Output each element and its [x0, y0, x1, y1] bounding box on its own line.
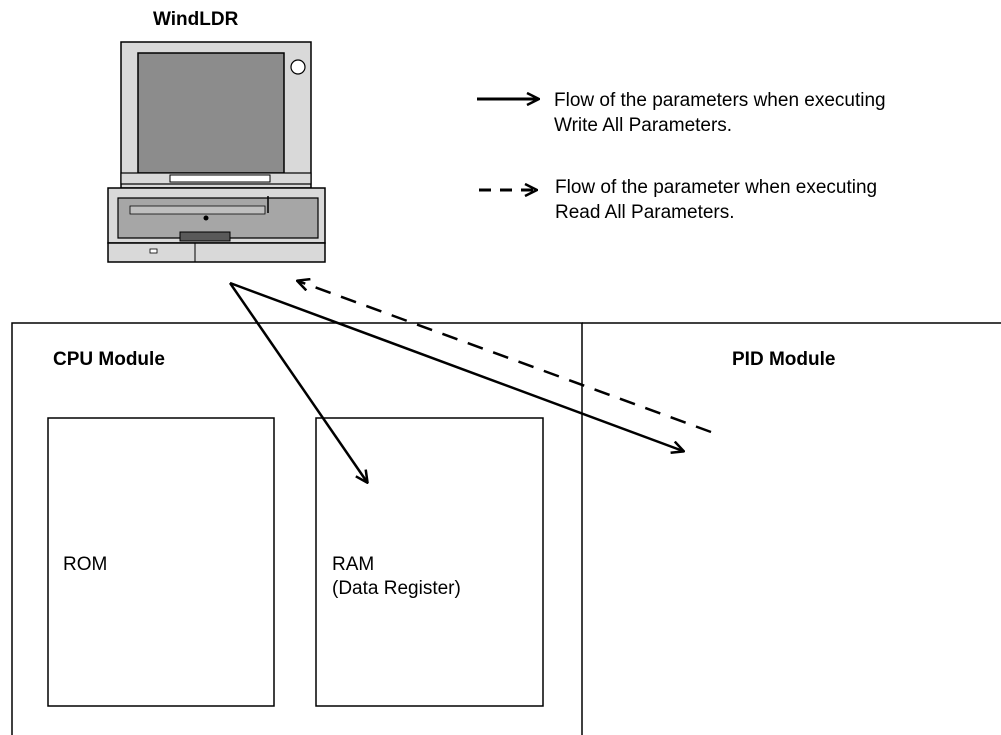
- ram-box: [315, 417, 544, 707]
- ram-label: RAM (Data Register): [332, 553, 461, 601]
- windldr-label: WindLDR: [153, 9, 239, 30]
- cpu-module-box: [11, 322, 583, 735]
- write-arrow-to-ram: [228, 282, 367, 482]
- legend-write-line2: Write All Parameters.: [554, 115, 733, 136]
- rom-label: ROM: [63, 554, 108, 575]
- legend-read-line2: Read All Parameters.: [555, 202, 735, 223]
- read-arrow-from-pid: [298, 281, 712, 434]
- legend-write-text: Flow of the parameters when executing Wr…: [554, 88, 886, 138]
- write-arrow-to-pid: [229, 281, 683, 451]
- rom-box: [47, 417, 275, 707]
- cpu-module-label: CPU Module: [53, 349, 165, 370]
- laptop-icon: [107, 41, 326, 263]
- ram-label-line2: (Data Register): [332, 578, 461, 599]
- legend-read-text: Flow of the parameter when executing Rea…: [555, 175, 877, 225]
- ram-label-line1: RAM: [332, 554, 375, 575]
- pid-module-label: PID Module: [732, 349, 836, 370]
- legend-read-line1: Flow of the parameter when executing: [555, 177, 878, 198]
- legend-write-line1: Flow of the parameters when executing: [554, 90, 886, 111]
